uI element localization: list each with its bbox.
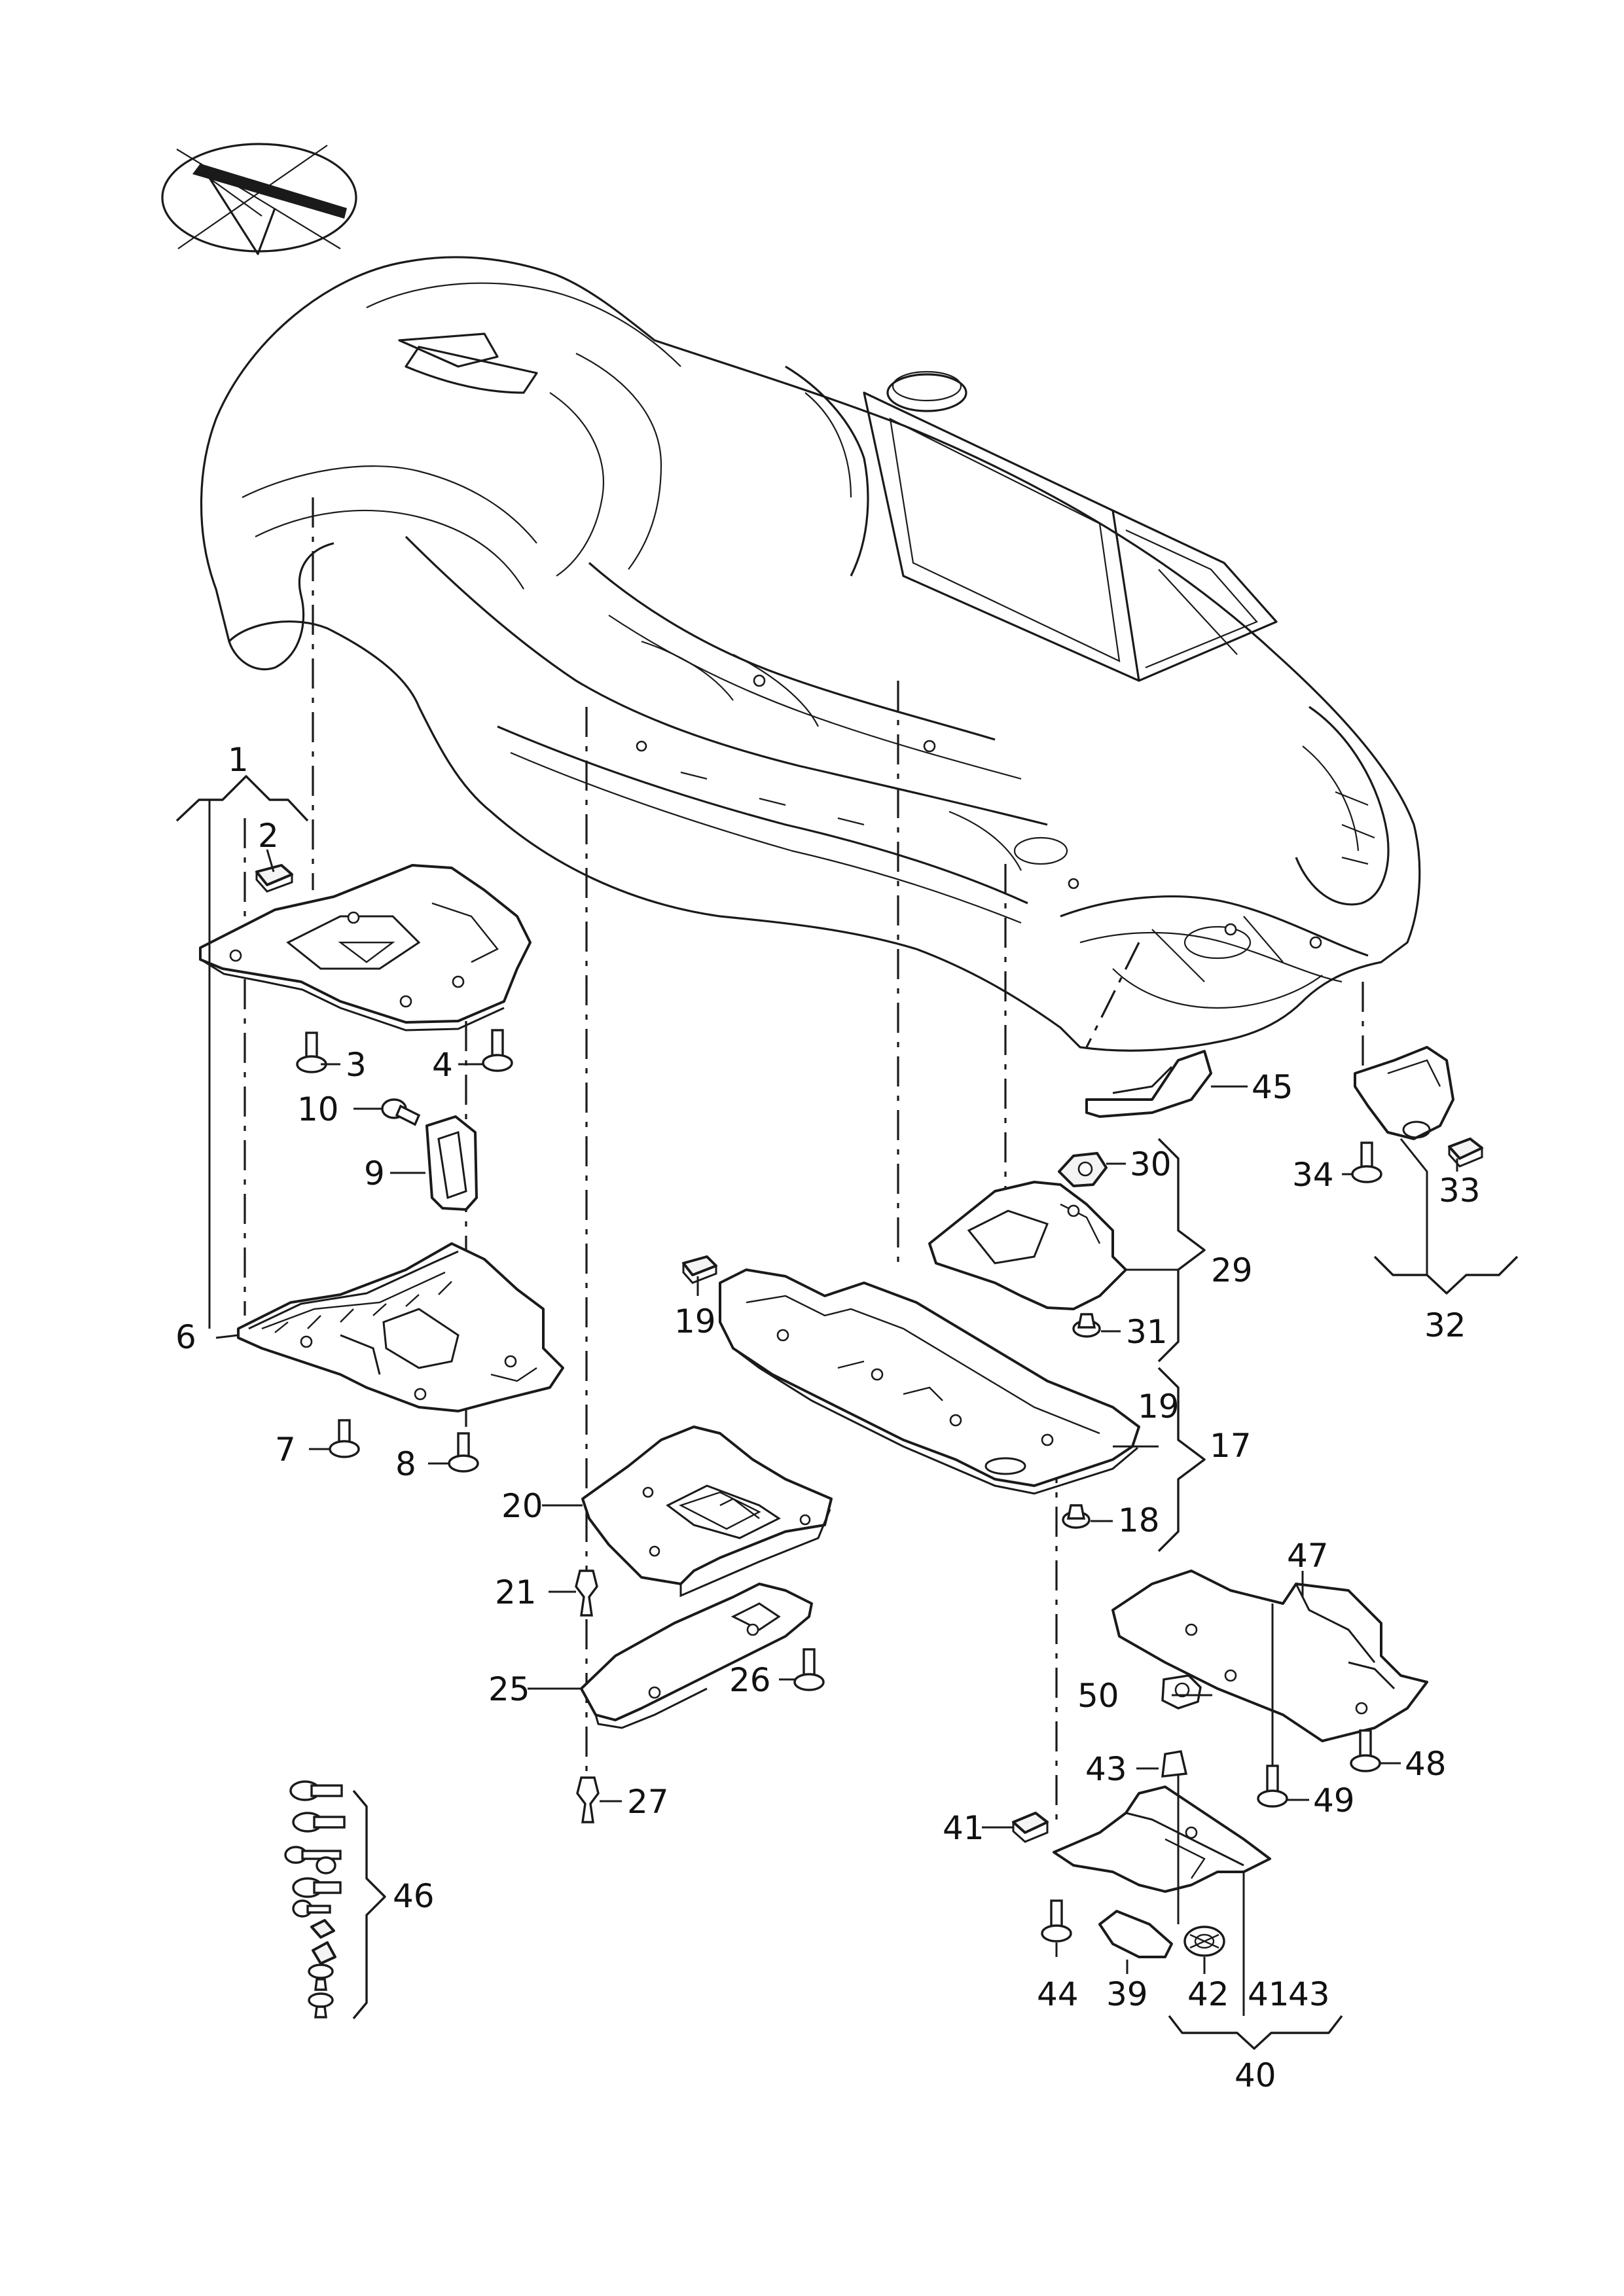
part-49-bolt [1257,1765,1288,1808]
callout-40: 40 [1235,2056,1276,2094]
callout-9: 9 [364,1155,385,1193]
callout-18: 18 [1118,1501,1160,1539]
part-4-bolt [482,1029,513,1072]
part-48-bolt [1350,1729,1381,1772]
part-40-rear-shield-assembly [1053,1785,1271,1893]
callout-3: 3 [346,1046,367,1084]
callout-17: 17 [1210,1427,1252,1465]
callout-43-bottom: 43 [1288,1975,1330,2013]
callout-43-top: 43 [1085,1750,1127,1788]
callout-10: 10 [297,1090,339,1128]
brace-17 [1157,1367,1206,1552]
part-10-bolt [381,1098,421,1126]
callout-26: 26 [729,1661,771,1699]
vehicle-body-outline [200,256,1421,1052]
callout-21: 21 [495,1573,537,1611]
part-3-bolt [296,1031,327,1073]
callout-45: 45 [1252,1068,1293,1106]
callout-19-right: 19 [1138,1388,1180,1426]
brace-1 [175,775,309,822]
part-17-tunnel-shield [719,1268,1140,1495]
brace-46 [352,1789,386,2020]
brace-32 [1373,1255,1519,1295]
part-6-undershield [237,1242,564,1412]
callout-29: 29 [1211,1251,1253,1289]
callout-7: 7 [275,1431,296,1469]
callout-33: 33 [1439,1172,1481,1210]
callout-44: 44 [1037,1975,1079,2013]
callout-42: 42 [1187,1975,1229,2013]
part-7-bolt [329,1419,360,1458]
part-29-rear-shield [928,1181,1127,1310]
callout-48: 48 [1405,1745,1447,1783]
brace-29 [1157,1138,1206,1363]
brace-40 [1168,2015,1343,2050]
callout-41-right: 41 [1248,1975,1290,2013]
part-44-bolt [1041,1899,1072,1943]
part-2-clip [255,864,293,893]
callout-25: 25 [488,1670,530,1708]
part-45-rear-trim [1085,1050,1212,1118]
callout-32: 32 [1424,1306,1466,1344]
part-21-fastener [575,1570,598,1617]
part-19-clip [682,1255,717,1284]
part-42-grommet [1183,1926,1225,1957]
orientation-icon [161,143,357,255]
part-34-bolt [1351,1141,1382,1183]
callout-19-left: 19 [674,1302,716,1340]
part-50-nut [1161,1674,1202,1710]
callout-50: 50 [1077,1677,1119,1715]
callout-4: 4 [432,1046,453,1084]
part-33-clip [1448,1138,1483,1168]
part-47-underbody-panel [1111,1570,1428,1742]
part-32-rear-shield [1354,1046,1454,1140]
part-43-plug [1161,1750,1188,1778]
part-31-nut [1072,1313,1101,1338]
part-25-heat-shield [580,1583,813,1729]
part-26-bolt [793,1648,825,1691]
leader-lines [208,800,1458,2016]
callout-49: 49 [1313,1782,1355,1820]
callout-47: 47 [1287,1537,1329,1575]
part-8-bolt [448,1432,479,1473]
callout-30: 30 [1130,1145,1172,1183]
callout-46: 46 [393,1877,435,1915]
part-30-bracket [1058,1152,1108,1187]
part-46-fastener-set [284,1780,346,2018]
callout-8: 8 [395,1445,416,1483]
part-27-fastener [576,1776,600,1823]
callout-2: 2 [258,817,279,855]
callout-27: 27 [627,1783,669,1821]
part-1-engine-undershield [199,864,532,1031]
part-39-cover [1098,1910,1173,1958]
callout-20: 20 [501,1487,543,1525]
callout-1: 1 [228,741,249,779]
part-41-clip [1012,1812,1049,1843]
callout-labels: 1 2 3 4 6 7 8 9 10 17 18 19 19 20 21 25 … [175,741,1481,2094]
braces [175,775,1519,2050]
callout-6: 6 [175,1318,196,1356]
callout-34: 34 [1292,1156,1334,1194]
part-18-nut [1062,1504,1091,1529]
part-9-bracket [425,1115,478,1211]
callout-41-left: 41 [943,1809,984,1847]
callout-31: 31 [1126,1313,1168,1351]
callout-39: 39 [1106,1975,1148,2013]
part-20-underbody-panel [581,1426,833,1598]
